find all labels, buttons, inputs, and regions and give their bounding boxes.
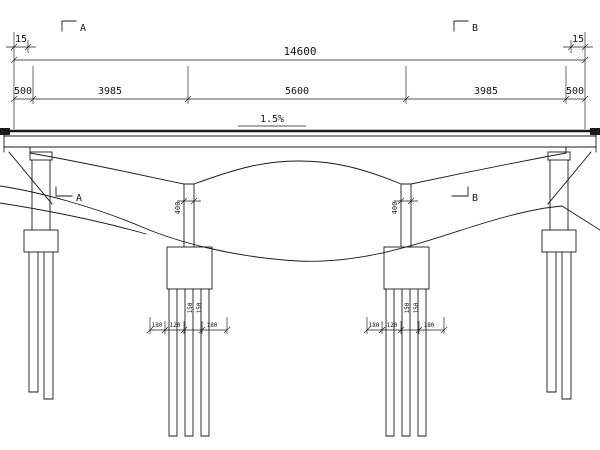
right-abutment-cap [541,229,577,253]
section-a-top-flag [61,20,77,32]
top-dimension-labels: 15 15 14600 500 3985 5600 3985 500 1.5% [14,34,584,125]
dim-span-2: 3985 [98,86,122,97]
section-b-mid-flag [451,186,469,197]
left-cap-dim-3: 180 [207,322,218,329]
dim-span-5: 500 [566,86,584,97]
left-abutment-cap [23,229,59,253]
section-a-mid-flag [55,186,73,197]
dimension-extension-lines [13,32,586,129]
pilecap-dimensions: 180 120 180 180 120 180 150 150 150 150 [146,302,448,334]
ground-lines [0,185,600,262]
ground-line-secondary [0,202,147,235]
right-cap-dim-1: 180 [369,322,380,329]
section-b-top-flag [453,20,469,32]
right-cap-dim-3: 180 [424,322,435,329]
left-abutment-bearing [29,151,53,161]
right-pier-width-label: 400 [391,202,399,215]
right-pile-dim-2: 150 [413,302,420,313]
section-b-mid-label: B [472,193,478,204]
right-cap-dim-2: 120 [387,322,398,329]
right-pile-cap [383,246,430,290]
pier-width-dimensions: 400 400 [174,197,418,215]
left-cap-dim-2: 120 [170,322,181,329]
pier-width-dim-lines [177,197,418,205]
dimension-lines [6,46,593,127]
section-markers: A B A B [55,20,478,204]
section-a-top-label: A [80,23,86,34]
right-pier [383,183,430,437]
left-pile-cap [166,246,213,290]
dim-ticks [10,43,589,103]
dim-span-3: 5600 [285,86,309,97]
ground-line-main [0,185,600,262]
girder-soffit [29,146,567,185]
left-pile-dim-2: 150 [196,302,203,313]
right-abutment [541,151,592,400]
deck [0,128,600,153]
left-pier [166,183,213,437]
deck-end-block-left [0,128,10,135]
right-pile-dim-1: 150 [404,302,411,313]
slope-label: 1.5% [260,114,284,125]
section-a-mid-label: A [76,193,82,204]
dim-span-4: 3985 [474,86,498,97]
right-wingwall-line [547,151,592,205]
dim-end-left: 15 [15,34,27,45]
pilecap-dim-lines [146,317,448,334]
left-cap-dim-1: 180 [152,322,163,329]
left-abutment [8,151,59,400]
section-b-top-label: B [472,23,478,34]
left-pier-width-label: 400 [174,202,182,215]
dim-span-1: 500 [14,86,32,97]
left-pile-dim-1: 150 [187,302,194,313]
dim-total: 14600 [283,45,316,58]
dim-end-right: 15 [572,34,584,45]
deck-end-block-right [590,128,600,135]
right-abutment-bearing [547,151,571,161]
